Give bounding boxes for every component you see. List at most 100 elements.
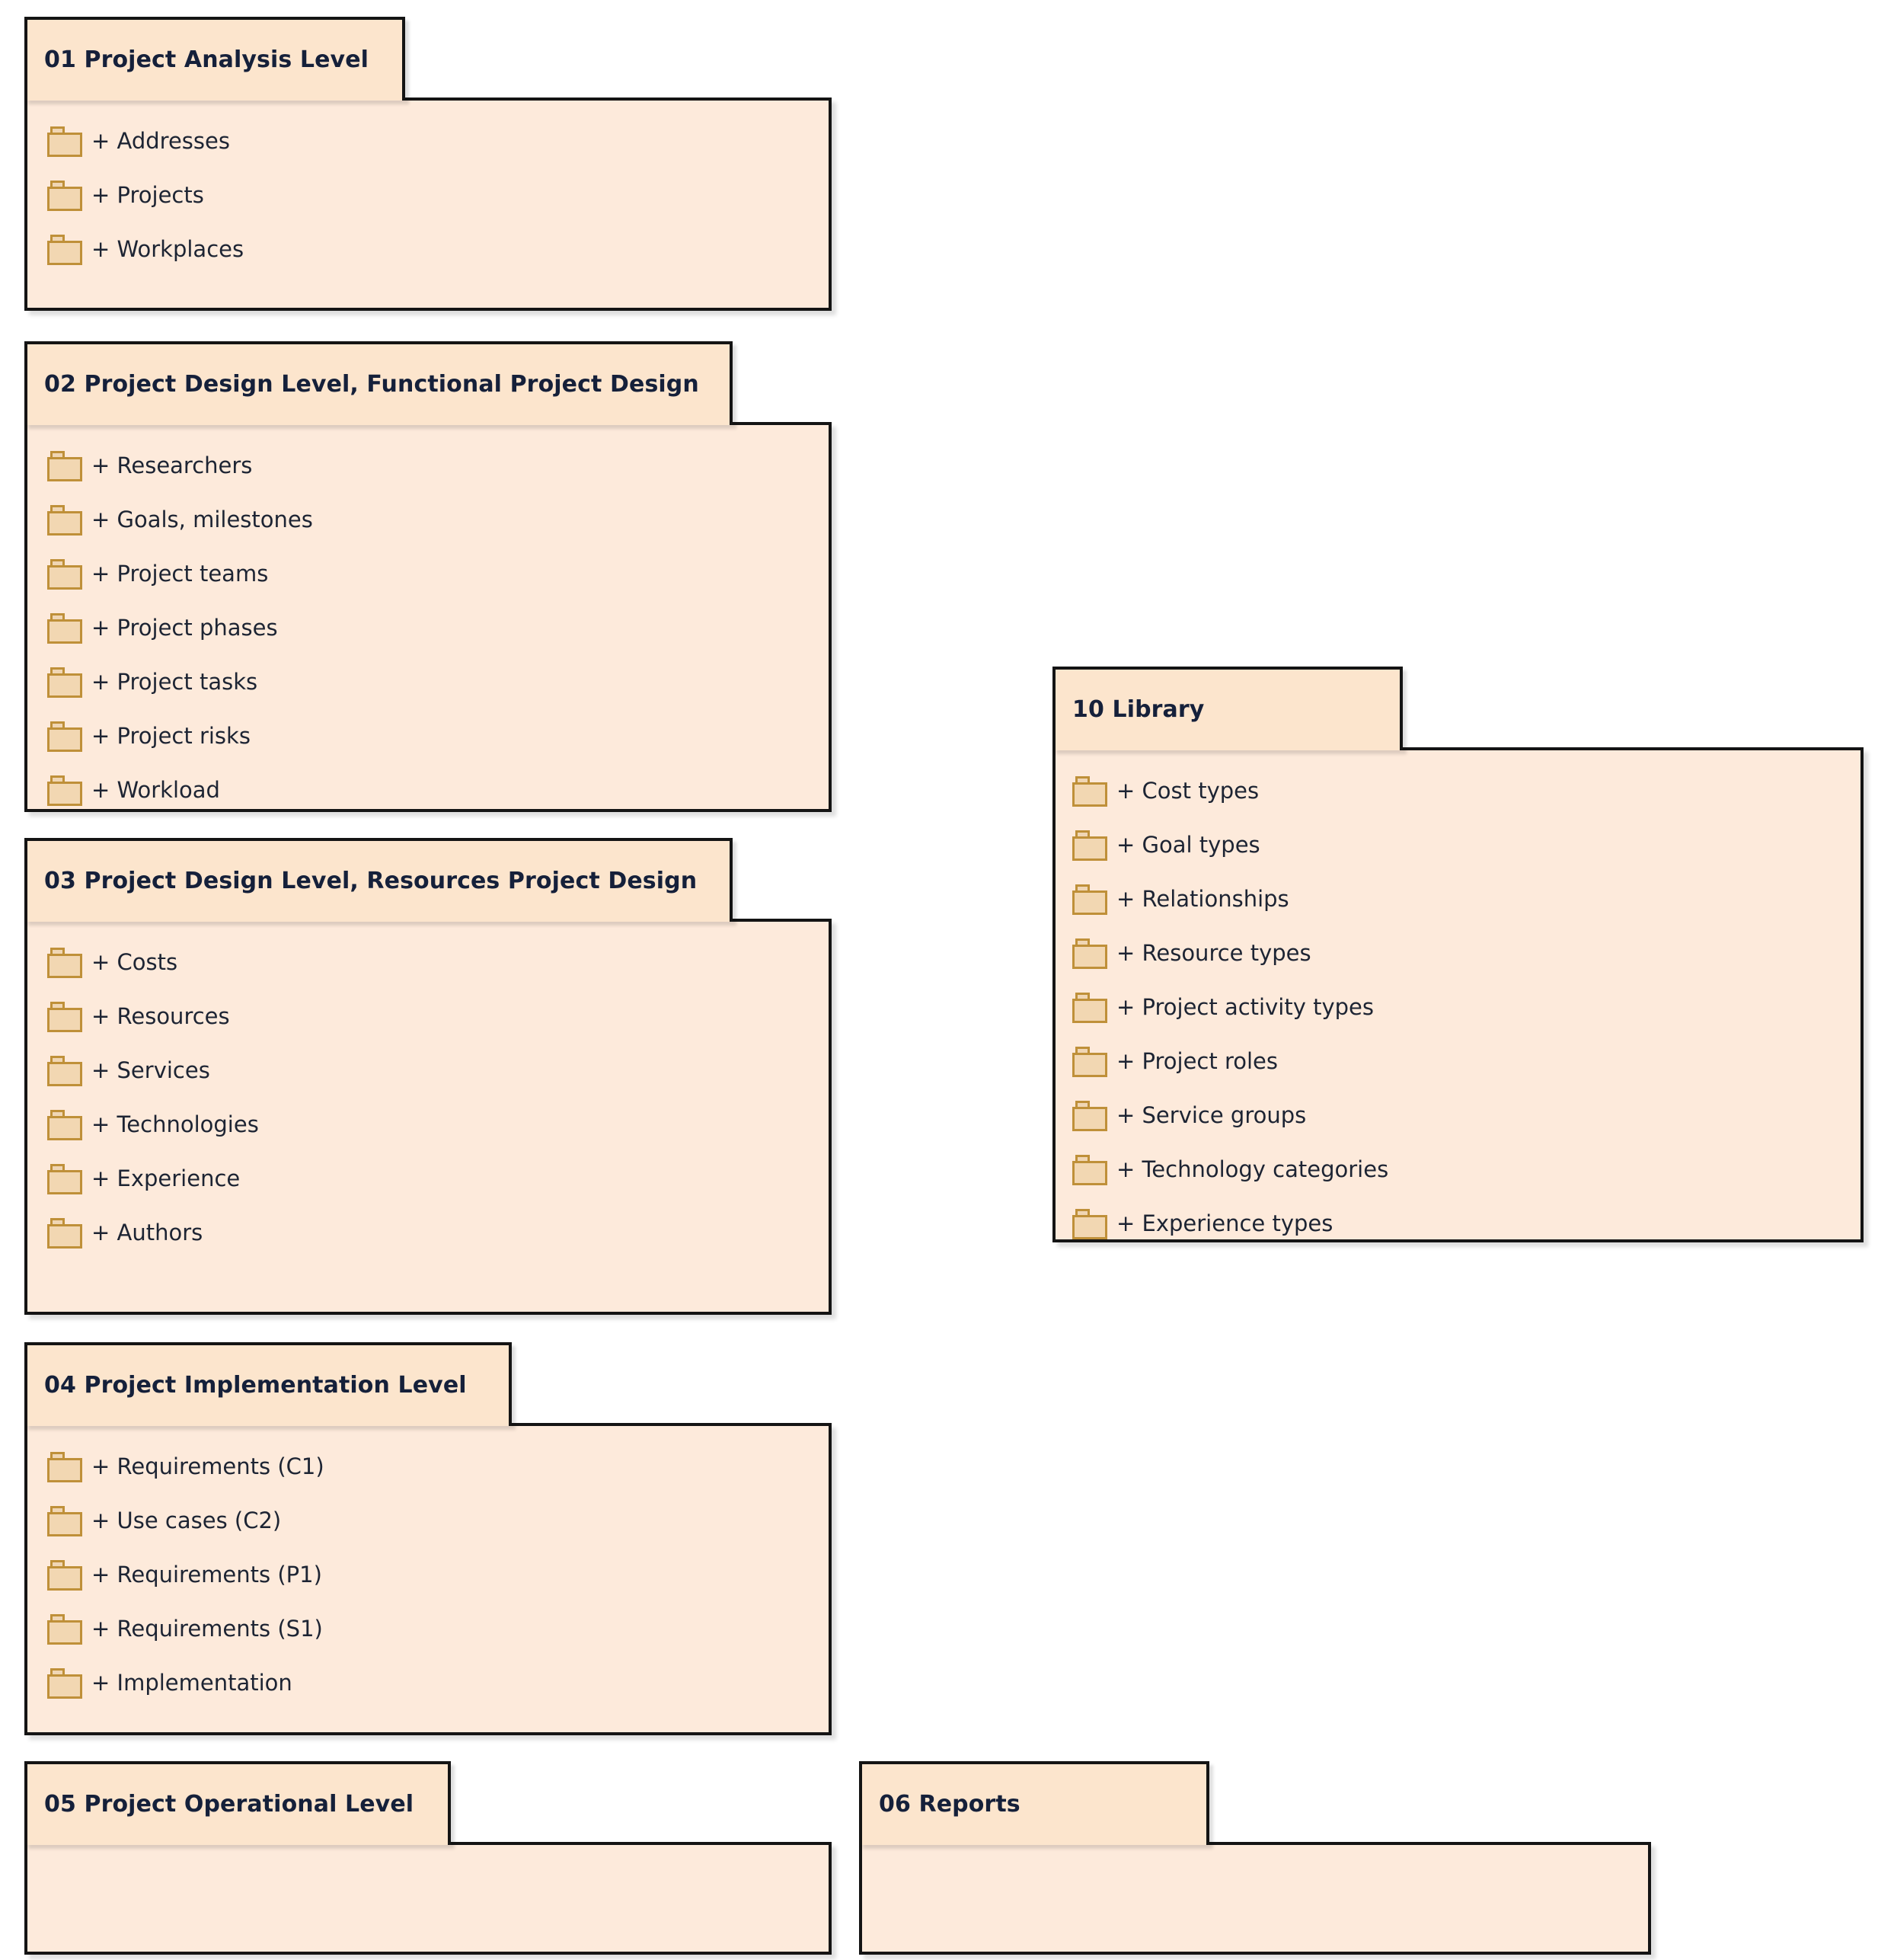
package-header-tab[interactable]: 01 Project Analysis Level [24,17,405,101]
list-item-label: + Requirements (C1) [91,1453,324,1479]
folder-icon [1072,1100,1107,1131]
package-body [24,1842,832,1955]
folder-icon [1072,830,1107,861]
list-item-label: + Goal types [1116,832,1260,858]
list-item-label: + Project tasks [91,669,258,695]
package-title: 04 Project Implementation Level [44,1372,467,1399]
folder-icon [1072,884,1107,915]
list-item-label: + Projects [91,182,204,208]
list-item[interactable]: + Services [47,1044,259,1098]
folder-icon [47,504,82,536]
folder-icon [47,1451,82,1482]
list-item-label: + Relationships [1116,886,1289,912]
folder-icon [47,1505,82,1536]
list-item[interactable]: + Experience types [1072,1197,1388,1251]
list-item[interactable]: + Authors [47,1206,259,1260]
package-header-tab[interactable]: 03 Project Design Level, Resources Proje… [24,838,733,922]
folder-icon [1072,1208,1107,1239]
folder-icon [1072,992,1107,1023]
list-item-label: + Experience [91,1165,241,1191]
package-06-reports[interactable]: 06 Reports [859,1761,1666,1955]
folder-icon [47,1667,82,1699]
list-item-label: + Project activity types [1116,994,1374,1020]
list-item[interactable]: + Project roles [1072,1034,1388,1089]
list-item[interactable]: + Addresses [47,114,244,168]
package-item-list [862,1845,882,1859]
list-item[interactable]: + Project risks [47,709,313,763]
list-item-label: + Service groups [1116,1102,1307,1128]
list-item-label: + Technology categories [1116,1156,1389,1182]
folder-icon [47,234,82,265]
folder-icon [47,180,82,211]
list-item[interactable]: + Experience [47,1152,259,1206]
list-item[interactable]: + Service groups [1072,1089,1388,1143]
package-header-tab[interactable]: 02 Project Design Level, Functional Proj… [24,341,733,425]
folder-icon [47,1001,82,1032]
list-item[interactable]: + Workload [47,763,313,817]
list-item[interactable]: + Costs [47,935,259,990]
list-item-label: + Project risks [91,723,251,749]
list-item[interactable]: + Researchers [47,439,313,493]
package-header-tab[interactable]: 04 Project Implementation Level [24,1342,512,1426]
list-item-label: + Requirements (S1) [91,1616,323,1642]
package-03-project-design-level-resources[interactable]: 03 Project Design Level, Resources Proje… [24,838,862,1315]
list-item[interactable]: + Requirements (C1) [47,1440,324,1494]
package-title: 10 Library [1072,696,1205,723]
package-body: + Cost types + Goal types + Relationship… [1052,747,1864,1242]
folder-icon [1072,775,1107,807]
list-item[interactable]: + Cost types [1072,764,1388,818]
list-item-label: + Implementation [91,1670,292,1696]
list-item-label: + Goals, milestones [91,507,313,532]
package-body: + Researchers + Goals, milestones + Proj… [24,422,832,812]
list-item[interactable]: + Projects [47,168,244,222]
list-item-label: + Use cases (C2) [91,1508,282,1533]
package-04-project-implementation-level[interactable]: 04 Project Implementation Level + Requir… [24,1342,862,1738]
list-item[interactable]: + Goal types [1072,818,1388,872]
folder-icon [47,1217,82,1249]
package-header-tab[interactable]: 05 Project Operational Level [24,1761,451,1845]
list-item-label: + Resource types [1116,940,1311,966]
list-item[interactable]: + Technology categories [1072,1143,1388,1197]
folder-icon [1072,1154,1107,1185]
package-body: + Requirements (C1) + Use cases (C2) + R… [24,1423,832,1735]
list-item[interactable]: + Project phases [47,601,313,655]
package-05-project-operational-level[interactable]: 05 Project Operational Level [24,1761,862,1955]
list-item-label: + Project teams [91,561,269,587]
list-item[interactable]: + Implementation [47,1656,324,1710]
package-01-project-analysis-level[interactable]: 01 Project Analysis Level + Addresses + … [24,17,862,311]
list-item-label: + Technologies [91,1111,259,1137]
package-10-library[interactable]: 10 Library + Cost types + Goal types + R… [1052,667,1875,1245]
package-02-project-design-level-functional[interactable]: 02 Project Design Level, Functional Proj… [24,341,862,812]
folder-icon [47,612,82,644]
list-item[interactable]: + Project teams [47,547,313,601]
list-item[interactable]: + Relationships [1072,872,1388,926]
list-item-label: + Services [91,1057,210,1083]
list-item[interactable]: + Resources [47,990,259,1044]
list-item[interactable]: + Goals, milestones [47,493,313,547]
list-item[interactable]: + Requirements (S1) [47,1602,324,1656]
list-item[interactable]: + Technologies [47,1098,259,1152]
package-header-tab[interactable]: 10 Library [1052,667,1403,750]
list-item-label: + Workload [91,777,220,803]
list-item[interactable]: + Resource types [1072,926,1388,980]
list-item[interactable]: + Project tasks [47,655,313,709]
package-body [859,1842,1651,1955]
list-item[interactable]: + Workplaces [47,222,244,277]
folder-icon [47,947,82,978]
list-item[interactable]: + Use cases (C2) [47,1494,324,1548]
list-item-label: + Researchers [91,452,253,478]
folder-icon [47,126,82,157]
list-item-label: + Requirements (P1) [91,1562,322,1588]
folder-icon [47,775,82,806]
package-title: 05 Project Operational Level [44,1791,414,1818]
package-title: 03 Project Design Level, Resources Proje… [44,868,698,894]
package-item-list: + Cost types + Goal types + Relationship… [1056,750,1388,1251]
folder-icon [47,1055,82,1086]
list-item[interactable]: + Requirements (P1) [47,1548,324,1602]
list-item-label: + Cost types [1116,778,1260,804]
folder-icon [47,558,82,590]
package-header-tab[interactable]: 06 Reports [859,1761,1209,1845]
folder-icon [47,1559,82,1591]
list-item[interactable]: + Project activity types [1072,980,1388,1034]
